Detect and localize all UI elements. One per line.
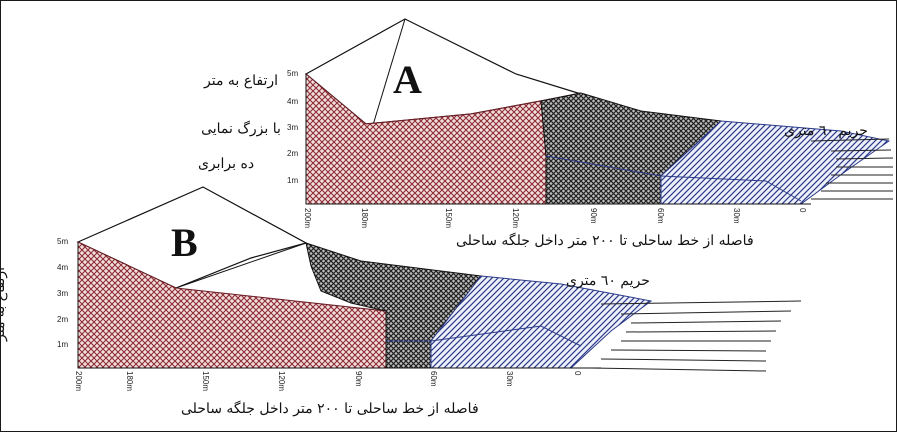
legend-note-line3: ده برابری [197, 156, 255, 172]
diagram-b-y-tick: 3m [57, 289, 69, 298]
diagram-a-x-tick: 150m [444, 208, 453, 229]
diagram-a-y-tick: 3m [287, 123, 299, 132]
diagram-b-wetland [430, 275, 653, 369]
diagram-a-x-tick: 90m [589, 208, 598, 224]
diagram-a-x-tick: 180m [360, 208, 369, 229]
diagram-a-x-tick: 0 [798, 208, 807, 213]
diagram-b-x-tick: 120m [277, 371, 286, 392]
diagram-a-y-tick: 5m [287, 69, 299, 78]
diagram-b-y-tick: 5m [57, 237, 69, 246]
diagram-b-x-axis-title: فاصله از خط ساحلی تا ۲۰۰ متر داخل جلگه س… [181, 401, 479, 417]
diagram-b-x-tick: 0 [573, 371, 582, 376]
diagram-b-x-tick: 200m [74, 371, 83, 392]
diagram-a-y-tick: 2m [287, 149, 299, 158]
diagram-b-y-axis-title: ارتفاع به متر [0, 267, 8, 341]
diagram-a [304, 18, 894, 205]
diagram-b-y-tick: 1m [57, 340, 69, 349]
legend-note-line1: ارتفاع به متر [204, 73, 278, 89]
diagram-a-y-tick: 1m [287, 176, 299, 185]
diagram-b-x-tick: 30m [505, 371, 514, 387]
diagram-b-y-tick: 4m [57, 263, 69, 272]
legend-note-line2: با بزرگ نمایی [201, 121, 281, 137]
diagram-a-wetland [660, 120, 891, 205]
diagram-b-y-tick: 2m [57, 315, 69, 324]
diagram-a-x-tick: 120m [511, 208, 520, 229]
diagram-b-x-tick: 60m [429, 371, 438, 387]
diagram-a-x-axis-title: فاصله از خط ساحلی تا ۲۰۰ متر داخل جلگه س… [456, 233, 754, 249]
diagram-b-label: B [171, 220, 198, 265]
diagram-a-label: A [393, 57, 422, 102]
diagram-b-x-tick: 180m [125, 371, 134, 392]
diagram-a-buffer-note: حریم ٦٠ متری [784, 123, 868, 139]
diagram-a-shore-lines [810, 138, 894, 200]
diagram-b-x-tick: 150m [201, 371, 210, 392]
diagram-a-y-tick: 4m [287, 97, 299, 106]
diagram-b-shore-lines [590, 300, 802, 372]
diagram-a-x-tick: 30m [732, 208, 741, 224]
diagram-b-x-tick: 90m [354, 371, 363, 387]
diagram-a-x-tick: 200m [303, 208, 312, 229]
diagram-a-x-tick: 60m [656, 208, 665, 224]
diagram-b [76, 186, 802, 372]
diagram-b-buffer-note: حریم ٦٠ متری [566, 273, 650, 289]
